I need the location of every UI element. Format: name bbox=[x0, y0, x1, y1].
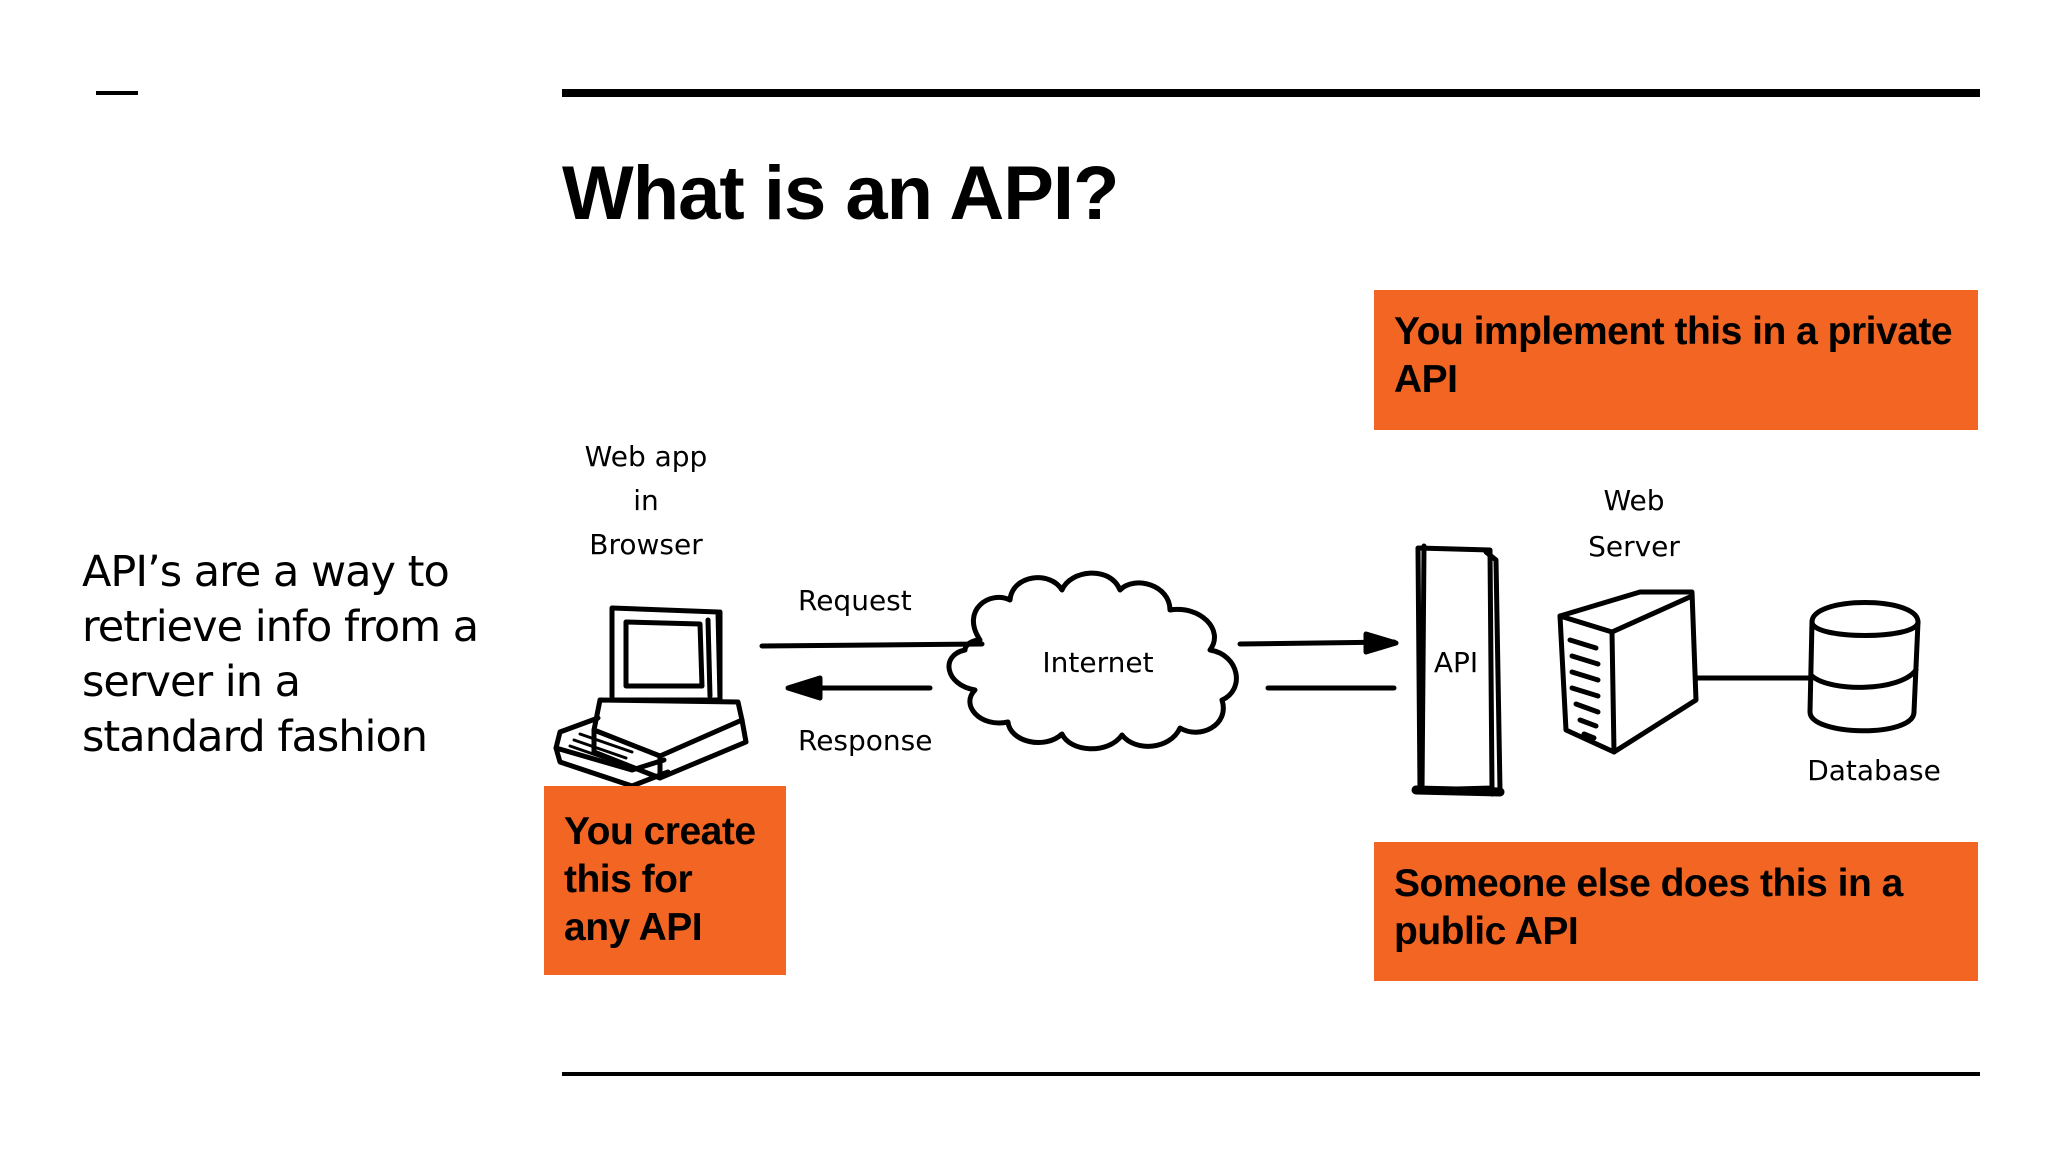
client-label-line2: in bbox=[633, 484, 659, 517]
request-line bbox=[759, 641, 985, 649]
top-rule bbox=[562, 89, 1980, 97]
callout-private-api: You implement this in a private API bbox=[1374, 290, 1978, 430]
api-column-icon bbox=[1411, 543, 1505, 797]
server-label-line2: Server bbox=[1588, 530, 1680, 563]
slide-body-text: API’s are a way to retrieve info from a … bbox=[82, 547, 479, 762]
database-label: Database bbox=[1807, 754, 1941, 787]
response-label: Response bbox=[798, 724, 932, 757]
callout-create-client: You create this for any API bbox=[544, 786, 786, 975]
slide-corner-dash bbox=[96, 91, 138, 95]
response-arrowhead-icon bbox=[785, 675, 823, 701]
request-label: Request bbox=[798, 584, 912, 617]
bottom-rule bbox=[562, 1072, 1980, 1076]
computer-icon bbox=[553, 605, 749, 789]
client-label-line1: Web app bbox=[585, 440, 708, 473]
server-label-line1: Web bbox=[1603, 484, 1664, 517]
database-icon bbox=[1807, 600, 1921, 734]
cloud-icon bbox=[946, 570, 1239, 752]
internet-label: Internet bbox=[1042, 646, 1153, 679]
client-label-line3: Browser bbox=[589, 528, 703, 561]
slide-title: What is an API? bbox=[562, 151, 1119, 236]
callout-public-api: Someone else does this in a public API bbox=[1374, 842, 1978, 981]
api-label: API bbox=[1434, 646, 1478, 679]
request-arrowhead-icon bbox=[1363, 631, 1399, 655]
server-icon bbox=[1557, 589, 1699, 755]
